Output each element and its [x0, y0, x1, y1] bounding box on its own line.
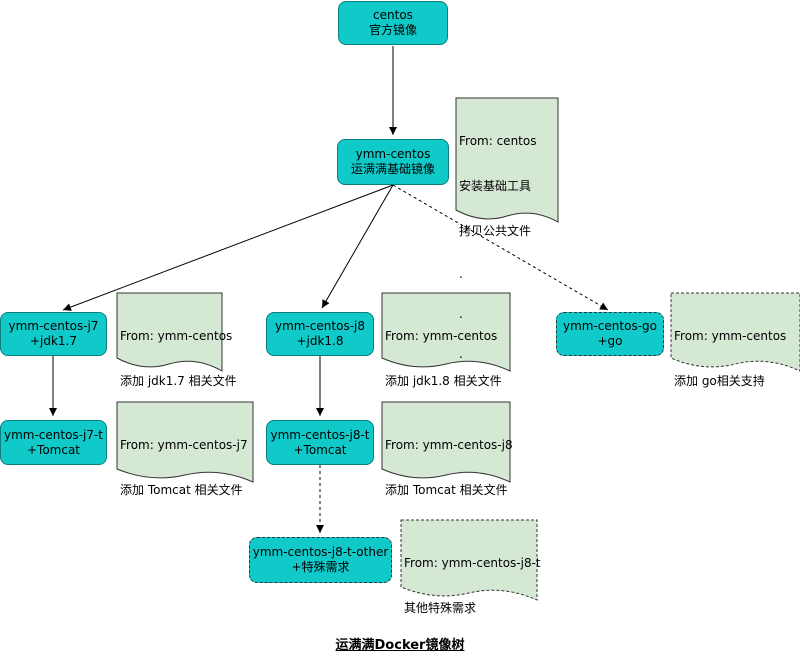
note-shape-go: [670, 292, 800, 372]
note-shape-j8: [381, 292, 511, 372]
note-shape-j7t: [116, 401, 254, 483]
note-line: 添加 Tomcat 相关文件: [385, 483, 508, 497]
node-centos-desc: 官方镜像: [368, 23, 417, 37]
note-shape-j7: [116, 292, 223, 372]
note-line: 添加 go相关支持: [674, 374, 765, 388]
node-ymm-centos[interactable]: ymm-centos 运满满基础镜像: [337, 139, 449, 185]
node-ymm-centos-name: ymm-centos: [355, 147, 431, 161]
node-go-name: ymm-centos-go: [563, 319, 657, 333]
note-ymm-centos-j7: From: ymm-centos 添加 jdk1.7 相关文件: [117, 293, 237, 419]
node-j8t-other-name: ymm-centos-j8-t-other: [252, 545, 389, 559]
note-ymm-centos-j8-t-other: From: ymm-centos-j8-t 其他特殊需求: [401, 520, 541, 646]
diagram-caption: 运满满Docker镜像树: [335, 638, 465, 653]
note-ymm-centos: From: centos 安装基础工具 拷贝公共文件 . . .: [456, 98, 558, 389]
node-j7-desc: +jdk1.7: [29, 334, 78, 348]
node-j7-name: ymm-centos-j7: [8, 319, 99, 333]
node-j8-name: ymm-centos-j8: [275, 319, 365, 333]
node-ymm-centos-j8-t[interactable]: ymm-centos-j8-t +Tomcat: [266, 420, 374, 465]
note-line: From: ymm-centos-j8-t: [404, 556, 541, 570]
note-ymm-centos-go: From: ymm-centos 添加 go相关支持: [671, 293, 800, 419]
note-line: .: [459, 267, 463, 281]
node-go-desc: +go: [597, 334, 623, 348]
note-line: .: [459, 347, 463, 361]
node-ymm-centos-j8-t-other[interactable]: ymm-centos-j8-t-other +特殊需求: [249, 537, 392, 583]
note-line: 其他特殊需求: [404, 601, 477, 615]
note-line: From: ymm-centos: [674, 329, 787, 343]
node-j8-desc: +jdk1.8: [296, 334, 344, 348]
note-shape-j8t-other: [400, 519, 538, 601]
note-ymm-centos-j7-t: From: ymm-centos-j7 添加 Tomcat 相关文件: [117, 402, 253, 528]
node-centos-name: centos: [373, 8, 413, 22]
node-ymm-centos-desc: 运满满基础镜像: [350, 162, 435, 176]
note-line: From: ymm-centos-j8: [385, 438, 513, 452]
node-ymm-centos-j8[interactable]: ymm-centos-j8 +jdk1.8: [266, 312, 374, 356]
node-ymm-centos-go[interactable]: ymm-centos-go +go: [556, 312, 664, 356]
note-ymm-centos-j8-t: From: ymm-centos-j8 添加 Tomcat 相关文件: [382, 402, 513, 528]
note-line: 拷贝公共文件: [459, 224, 532, 238]
edge-ymm-centos-to-j8: [321, 184, 394, 309]
note-line: .: [459, 307, 463, 321]
edge-ymm-centos-to-j7: [62, 184, 394, 311]
node-j8t-other-desc: +特殊需求: [291, 560, 350, 574]
note-line: 添加 jdk1.7 相关文件: [120, 374, 237, 388]
note-line: 添加 jdk1.8 相关文件: [385, 374, 502, 388]
node-j8t-name: ymm-centos-j8-t: [270, 427, 370, 442]
node-j7t-name: ymm-centos-j7-t: [3, 427, 104, 442]
note-line: 添加 Tomcat 相关文件: [120, 483, 243, 497]
node-centos[interactable]: centos 官方镜像: [338, 1, 448, 45]
note-line: From: ymm-centos-j7: [120, 438, 248, 452]
note-shape-j8t: [381, 401, 511, 483]
node-ymm-centos-j7-t[interactable]: ymm-centos-j7-t +Tomcat: [0, 420, 107, 465]
note-ymm-centos-j8: From: ymm-centos 添加 jdk1.8 相关文件: [382, 293, 510, 419]
note-line: From: ymm-centos: [385, 329, 498, 343]
note-line: 安装基础工具: [459, 179, 532, 193]
note-line: From: ymm-centos: [120, 329, 233, 343]
node-j8t-desc: +Tomcat: [293, 442, 347, 457]
node-j7t-desc: +Tomcat: [26, 442, 81, 457]
note-shape-ymm-centos: [455, 97, 559, 223]
node-ymm-centos-j7[interactable]: ymm-centos-j7 +jdk1.7: [0, 312, 107, 356]
note-line: From: centos: [459, 134, 537, 148]
